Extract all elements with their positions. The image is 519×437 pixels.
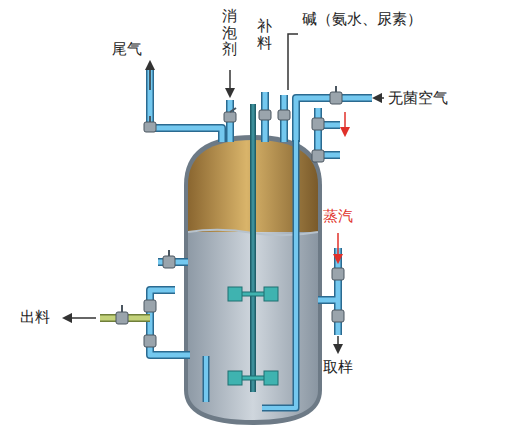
antifoam-label: 消泡剂: [222, 8, 237, 58]
air-label: 无菌空气: [388, 89, 448, 107]
steam-label: 蒸汽: [323, 207, 353, 225]
feed-label: 补料: [257, 18, 272, 51]
sampling-label: 取样: [323, 358, 353, 376]
alkali-label: 碱（氨水、尿素）: [302, 10, 422, 28]
exhaust-label: 尾气: [112, 40, 142, 58]
discharge-label: 出料: [20, 308, 50, 326]
